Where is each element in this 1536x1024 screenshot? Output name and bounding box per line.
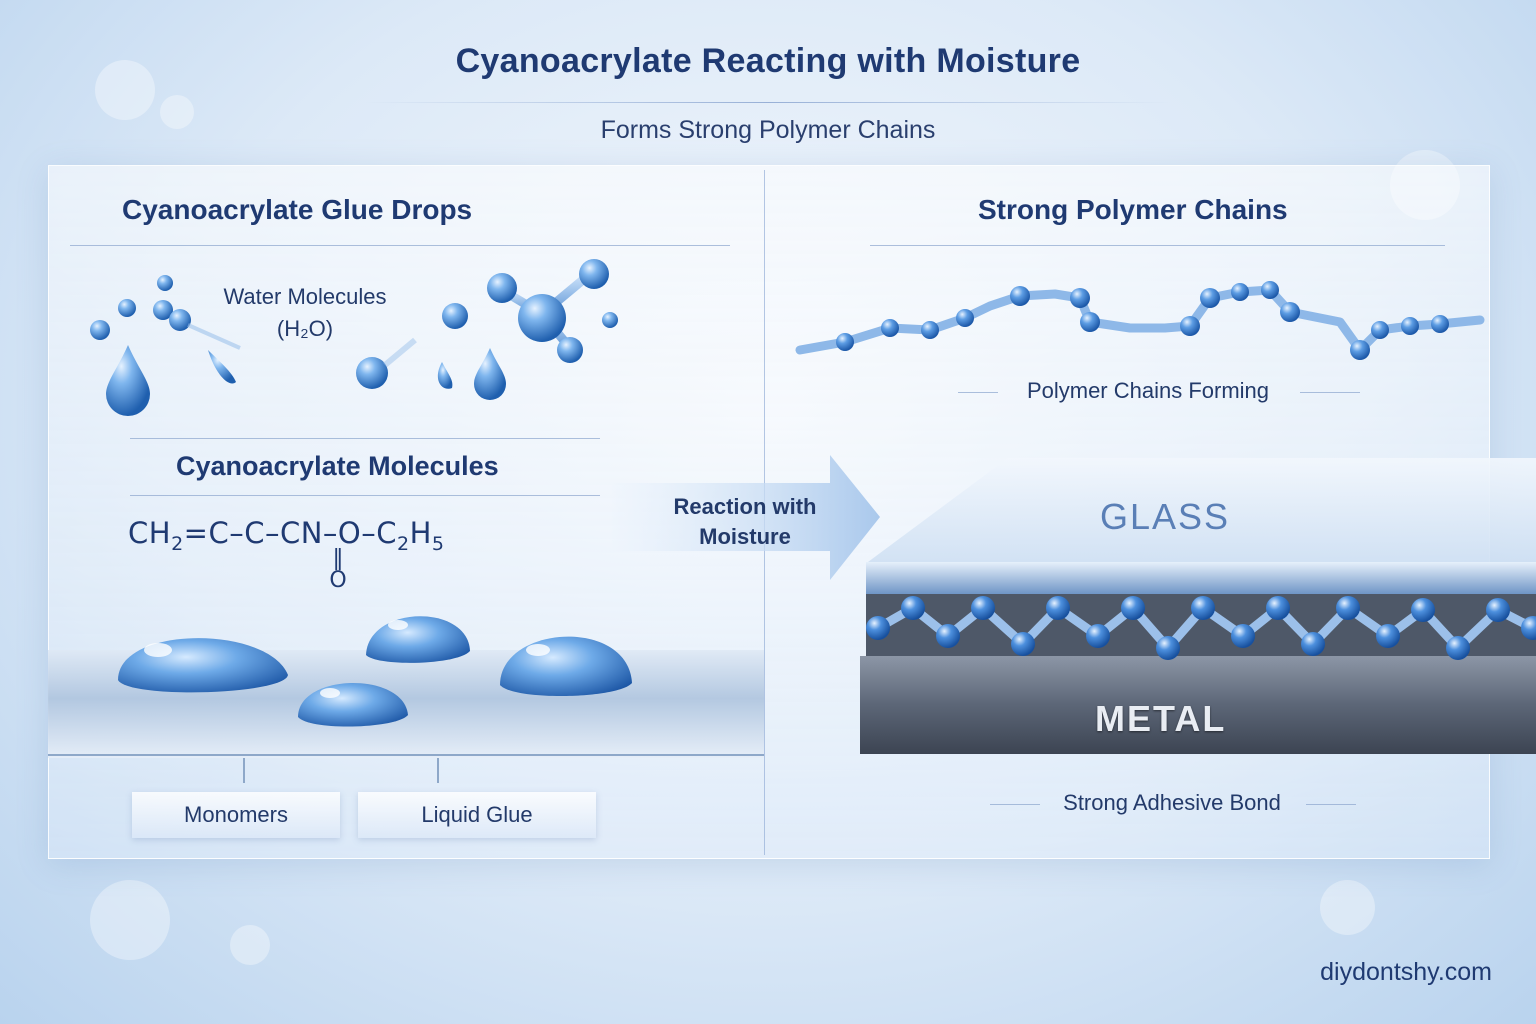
water-drop-icon	[474, 348, 506, 400]
water-drop-icon	[437, 362, 453, 389]
glass-label: GLASS	[1100, 496, 1231, 537]
reaction-label: Reaction with Moisture	[673, 494, 817, 549]
oxygen-atom-icon	[518, 294, 566, 342]
chain-forming-label: Polymer Chains Forming	[1026, 378, 1270, 403]
bokeh-light	[1320, 880, 1375, 935]
chain-label-rule-right	[1300, 392, 1360, 393]
chemical-formula: CH2=C–C–CN–O–C2H5	[128, 516, 445, 555]
water-bead-icon	[442, 303, 468, 329]
heading-rule	[870, 245, 1445, 246]
hydrogen-atom-icon	[487, 273, 517, 303]
glue-drops-illustration	[48, 616, 764, 783]
glue-drop-icon	[366, 616, 470, 663]
glue-drop-icon	[118, 638, 288, 693]
metal-label: METAL	[1095, 698, 1227, 739]
water-bead-icon	[118, 299, 136, 317]
bond-label-rule-right	[1306, 804, 1356, 805]
glue-drop-icon	[500, 636, 632, 697]
water-drop-icon	[208, 350, 236, 384]
water-bead-icon	[169, 309, 191, 331]
polymer-chain-illustration	[795, 281, 1485, 360]
water-bead-icon	[90, 320, 110, 340]
water-formula-label: (H₂O)	[276, 316, 334, 341]
bokeh-light	[95, 60, 155, 120]
section-rule	[130, 438, 600, 439]
glass-metal-bond-illustration	[860, 458, 1536, 754]
adhesive-bond-label: Strong Adhesive Bond	[1063, 790, 1281, 815]
liquid-glue-tag: Liquid Glue	[358, 792, 596, 838]
adhesive-bead-icon	[866, 596, 1536, 660]
carbonyl-group: ‖ O	[329, 546, 347, 593]
page-title: Cyanoacrylate Reacting with Moisture	[455, 42, 1081, 80]
reaction-arrow-icon	[612, 455, 880, 580]
polymer-chains-heading: Strong Polymer Chains	[978, 194, 1288, 225]
glue-drops-heading: Cyanoacrylate Glue Drops	[122, 194, 473, 225]
water-drop-icon	[106, 345, 150, 416]
hydrogen-atom-icon	[579, 259, 609, 289]
polymer-bead-icon	[836, 281, 1449, 360]
molecules-heading: Cyanoacrylate Molecules	[176, 451, 499, 481]
bokeh-light	[90, 880, 170, 960]
heading-rule	[70, 245, 730, 246]
bokeh-light	[160, 95, 194, 129]
water-bead-icon	[157, 275, 173, 291]
water-molecules-label: Water Molecules	[223, 284, 387, 309]
water-bead-icon	[602, 312, 618, 328]
water-bead-icon	[356, 357, 388, 389]
bokeh-light	[230, 925, 270, 965]
water-molecules-illustration	[90, 259, 618, 416]
hydrogen-atom-icon	[557, 337, 583, 363]
section-rule	[130, 495, 600, 496]
chain-label-rule-left	[958, 392, 998, 393]
bond-label-rule-left	[990, 804, 1040, 805]
water-bead-icon	[153, 300, 173, 320]
site-watermark: diydontshy.com	[1320, 958, 1492, 986]
page-subtitle: Forms Strong Polymer Chains	[600, 116, 936, 144]
title-divider	[365, 102, 1171, 103]
monomers-tag: Monomers	[132, 792, 340, 838]
